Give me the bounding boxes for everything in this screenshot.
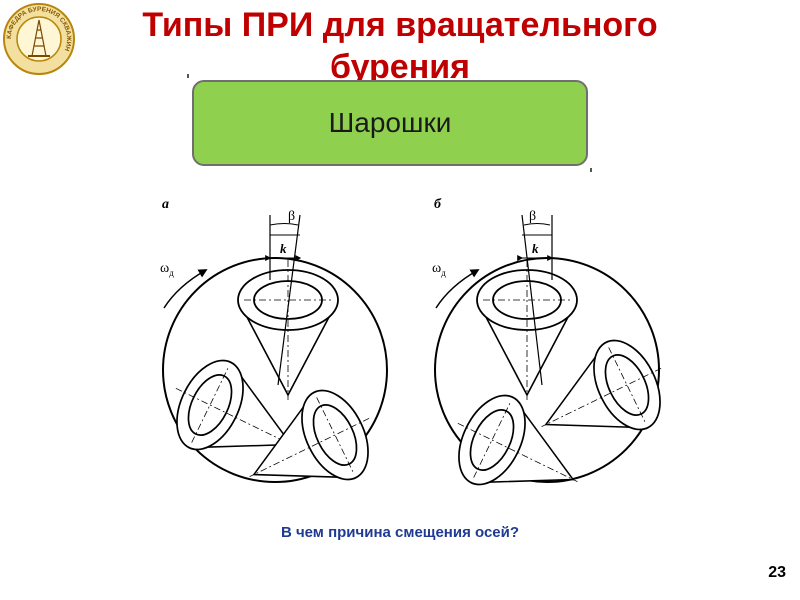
slide-title: Типы ПРИ для вращательного бурения [142, 6, 658, 86]
panel-b: б β k ωд [432, 197, 670, 510]
roller-cone-diagram: а β k ωд б β k ωд [154, 197, 670, 510]
box-marker [187, 74, 189, 78]
category-box: Шарошки [192, 80, 588, 166]
panel-b-label: б [434, 197, 442, 212]
rotation-arrow [435, 269, 480, 309]
beta-arc [269, 223, 299, 226]
page-number: 23 [768, 564, 786, 581]
panel-a-label: а [162, 197, 169, 212]
beta-arc [523, 223, 551, 226]
rotation-arrow [163, 269, 208, 309]
department-logo: КАФЕДРА БУРЕНИЯ СКВАЖИН [3, 3, 75, 75]
box-marker [590, 168, 592, 172]
omega-label: ωд [160, 261, 174, 278]
beta-label: β [288, 209, 295, 224]
offset-line [521, 214, 543, 386]
category-label: Шарошки [328, 107, 452, 138]
drilling-rig-icon [28, 19, 50, 57]
k-label: k [532, 241, 539, 256]
question-text: В чем причина смещения осей? [280, 524, 520, 541]
k-label: k [280, 241, 287, 256]
omega-label: ωд [432, 261, 446, 278]
offset-line [277, 214, 301, 386]
beta-label: β [529, 209, 536, 224]
panel-a: а β k ωд [154, 197, 391, 510]
